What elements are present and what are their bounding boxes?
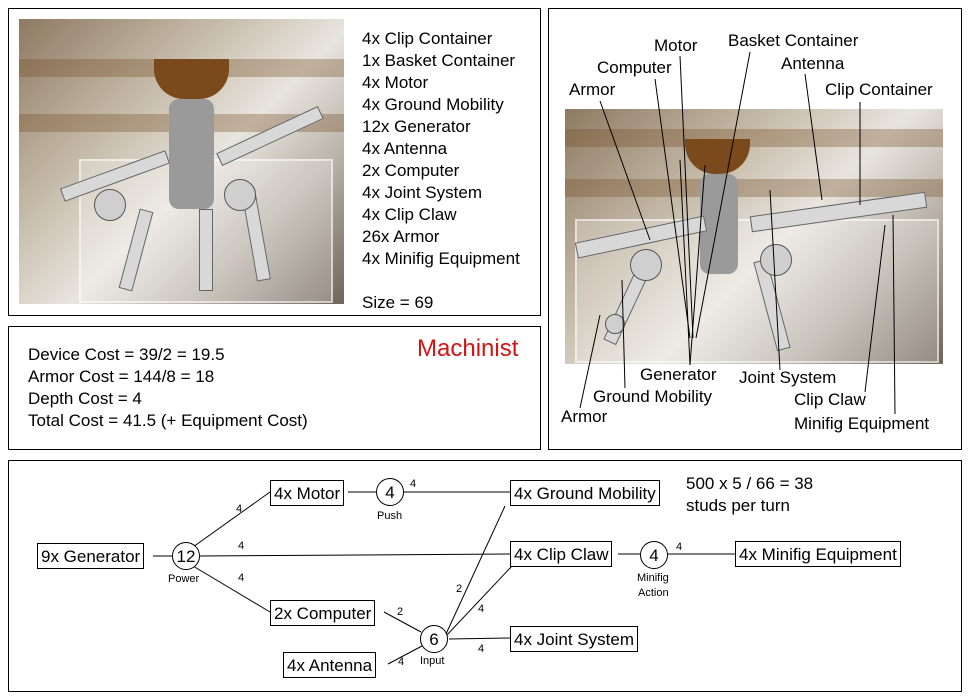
total-cost: Total Cost = 41.5 (+ Equipment Cost) [28, 411, 308, 430]
inventory-panel: 4x Clip Container 1x Basket Container 4x… [8, 8, 541, 316]
edge-label: 4 [236, 503, 243, 515]
node-ground-mobility: 4x Ground Mobility [510, 480, 660, 506]
cost-panel [8, 326, 541, 450]
studs-per-turn: studs per turn [686, 496, 790, 515]
edge-label: 4 [238, 572, 245, 584]
depth-cost: Depth Cost = 4 [28, 389, 142, 408]
label-power: Power [168, 573, 200, 585]
callout-armor-top: Armor [569, 80, 616, 99]
callout-armor-bottom: Armor [561, 407, 608, 426]
armor-cost: Armor Cost = 144/8 = 18 [28, 367, 215, 386]
size-total: Size = 69 [362, 293, 434, 312]
robot-photo-right [565, 109, 943, 364]
callout-clip-container: Clip Container [825, 80, 933, 99]
inventory-item: 4x Joint System [362, 183, 482, 202]
diagram-panel [8, 460, 962, 692]
callout-minifig-equipment: Minifig Equipment [794, 414, 930, 433]
callout-clip-claw: Clip Claw [794, 390, 866, 409]
circle-input: 6 [420, 625, 448, 653]
studs-formula: 500 x 5 / 66 = 38 [686, 474, 814, 493]
inventory-item: 4x Motor [362, 73, 429, 92]
inventory-item: 4x Minifig Equipment [362, 249, 520, 268]
node-generator: 9x Generator [37, 543, 145, 569]
label-input: Input [420, 655, 445, 667]
callout-joint-system: Joint System [739, 368, 837, 387]
node-antenna: 4x Antenna [283, 652, 377, 678]
callout-generator: Generator [640, 365, 717, 384]
edge-label: 4 [478, 643, 485, 655]
node-joint-system: 4x Joint System [510, 626, 638, 652]
circle-action: 4 [640, 541, 668, 569]
node-clip-claw: 4x Clip Claw [510, 541, 613, 567]
inventory-item: 4x Clip Claw [362, 205, 457, 224]
circle-push: 4 [376, 478, 404, 506]
inventory-list: 4x Clip Container 1x Basket Container 4x… [362, 28, 520, 270]
device-cost: Device Cost = 39/2 = 19.5 [28, 345, 225, 364]
robot-photo-left [19, 19, 344, 304]
label-action: Action [638, 587, 669, 599]
edge-label: 4 [676, 541, 683, 553]
callout-antenna: Antenna [781, 54, 845, 73]
node-motor: 4x Motor [270, 480, 345, 506]
inventory-item: 4x Clip Container [362, 29, 493, 48]
inventory-item: 4x Ground Mobility [362, 95, 504, 114]
circle-power: 12 [172, 542, 200, 570]
edge-label: 4 [398, 656, 405, 668]
edge-label: 2 [397, 606, 404, 618]
callout-computer: Computer [597, 58, 672, 77]
node-computer: 2x Computer [270, 600, 376, 626]
edge-label: 4 [238, 540, 245, 552]
edge-label: 2 [456, 583, 463, 595]
callout-ground-mobility: Ground Mobility [593, 387, 713, 406]
inventory-item: 4x Antenna [362, 139, 448, 158]
label-minifig: Minifig [637, 572, 669, 584]
robot-title: Machinist [417, 335, 519, 362]
callout-motor: Motor [654, 36, 698, 55]
inventory-item: 12x Generator [362, 117, 471, 136]
inventory-item: 1x Basket Container [362, 51, 516, 70]
node-minifig-equipment: 4x Minifig Equipment [735, 541, 901, 567]
inventory-item: 26x Armor [362, 227, 440, 246]
edge-label: 4 [478, 603, 485, 615]
inventory-item: 2x Computer [362, 161, 460, 180]
callout-basket-container: Basket Container [728, 31, 859, 50]
label-push: Push [377, 510, 403, 522]
edge-label: 4 [410, 478, 417, 490]
